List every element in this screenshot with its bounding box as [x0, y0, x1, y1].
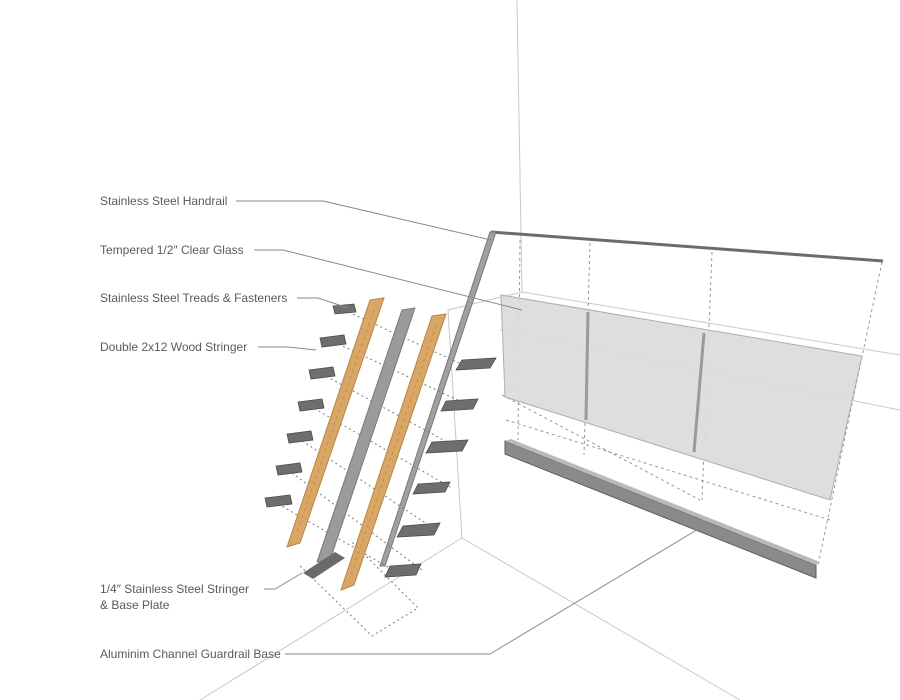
label-wood-stringer: Double 2x12 Wood Stringer — [100, 339, 247, 355]
label-text: Double 2x12 Wood Stringer — [100, 340, 248, 354]
treads-left — [264, 303, 357, 508]
label-text: Tempered 1/2″ Clear Glass — [100, 243, 244, 257]
channel-base — [504, 439, 820, 579]
label-text: Stainless Steel Handrail — [100, 194, 228, 208]
label-handrail: Stainless Steel Handrail — [100, 193, 227, 209]
label-channel-base: Aluminim Channel Guardrail Base — [100, 646, 281, 662]
label-text: Stainless Steel Treads & Fasteners — [100, 291, 288, 305]
label-glass: Tempered 1/2″ Clear Glass — [100, 242, 244, 258]
steel-stringer — [303, 307, 416, 579]
label-treads: Stainless Steel Treads & Fasteners — [100, 290, 287, 306]
label-text: & Base Plate — [100, 598, 170, 612]
wood-stringer-left — [286, 297, 385, 548]
leader-lines — [236, 200, 701, 655]
handrail — [379, 230, 884, 567]
label-text: Aluminim Channel Guardrail Base — [100, 647, 281, 661]
wood-stringer-right — [340, 313, 447, 591]
label-text: 1/4″ Stainless Steel Stringer — [100, 582, 249, 596]
treads-right — [384, 357, 497, 578]
glass-panel — [500, 294, 863, 501]
tread-dashed-guides — [277, 309, 471, 637]
label-steel-stringer: 1/4″ Stainless Steel Stringer & Base Pla… — [100, 581, 249, 613]
